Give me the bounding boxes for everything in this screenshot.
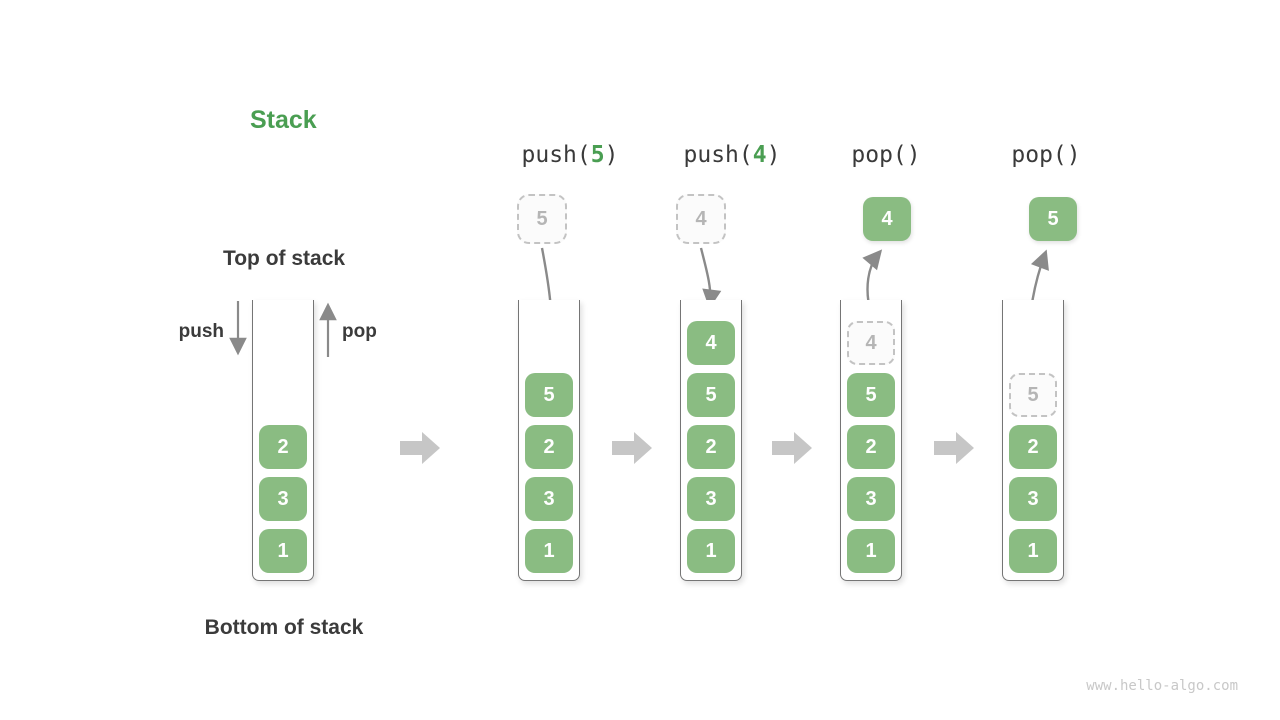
stack-cell: 2 (687, 425, 735, 469)
stack-after-push-5: 5 2 3 1 (518, 300, 580, 581)
stack-cell: 5 (847, 373, 895, 417)
op-label-prefix: push( (521, 142, 591, 168)
stack-cell: 5 (525, 373, 573, 417)
diagram-title: Stack (250, 106, 317, 134)
stack-initial: 2 3 1 (252, 300, 314, 581)
op-label-pop-first: pop() (851, 142, 920, 168)
stack-cell: 4 (847, 321, 895, 365)
op-label-suffix: ) (906, 142, 921, 168)
op-label-prefix: pop( (851, 142, 907, 168)
stack-cell: 1 (687, 529, 735, 573)
floating-cell-push-4: 4 (676, 194, 726, 244)
op-label-suffix: ) (604, 142, 619, 168)
op-label-arg: 4 (752, 142, 767, 168)
stack-cell: 3 (1009, 477, 1057, 521)
stack-after-pop-second: 5 2 3 1 (1002, 300, 1064, 581)
op-label-push-5: push(5) (522, 142, 619, 168)
step-arrow-icon (934, 432, 974, 464)
stack-cell: 5 (1009, 373, 1057, 417)
stack-cell: 1 (525, 529, 573, 573)
stack-cell: 1 (259, 529, 307, 573)
stack-cell: 3 (259, 477, 307, 521)
top-of-stack-label: Top of stack (222, 247, 346, 270)
stack-cell: 3 (847, 477, 895, 521)
pop-label: pop (342, 321, 377, 342)
stack-cell: 3 (525, 477, 573, 521)
step-arrow-icon (612, 432, 652, 464)
stack-cell: 2 (525, 425, 573, 469)
push-label: push (178, 321, 224, 342)
op-label-pop-second: pop() (1011, 142, 1080, 168)
op-label-arg: 5 (590, 142, 605, 168)
op-label-push-4: push(4) (684, 142, 781, 168)
step-arrow-icon (772, 432, 812, 464)
op-label-suffix: ) (1066, 142, 1081, 168)
op-label-prefix: pop( (1011, 142, 1067, 168)
floating-cell-popped-4: 4 (863, 197, 911, 241)
stack-after-push-4: 4 5 2 3 1 (680, 300, 742, 581)
step-arrow-icon (400, 432, 440, 464)
watermark: www.hello-algo.com (1086, 678, 1238, 694)
stack-cell: 5 (687, 373, 735, 417)
push4-insert-arrow-icon (699, 247, 722, 309)
floating-cell-push-5: 5 (517, 194, 567, 244)
stack-cell: 2 (259, 425, 307, 469)
stack-cell: 2 (1009, 425, 1057, 469)
stack-cell: 3 (687, 477, 735, 521)
op-label-suffix: ) (766, 142, 781, 168)
stack-cell: 4 (687, 321, 735, 365)
op-label-prefix: push( (683, 142, 753, 168)
stack-cell: 1 (847, 529, 895, 573)
stack-cell: 1 (1009, 529, 1057, 573)
stack-after-pop-first: 4 5 2 3 1 (840, 300, 902, 581)
floating-cell-popped-5: 5 (1029, 197, 1077, 241)
bottom-of-stack-label: Bottom of stack (204, 616, 364, 639)
stack-cell: 2 (847, 425, 895, 469)
